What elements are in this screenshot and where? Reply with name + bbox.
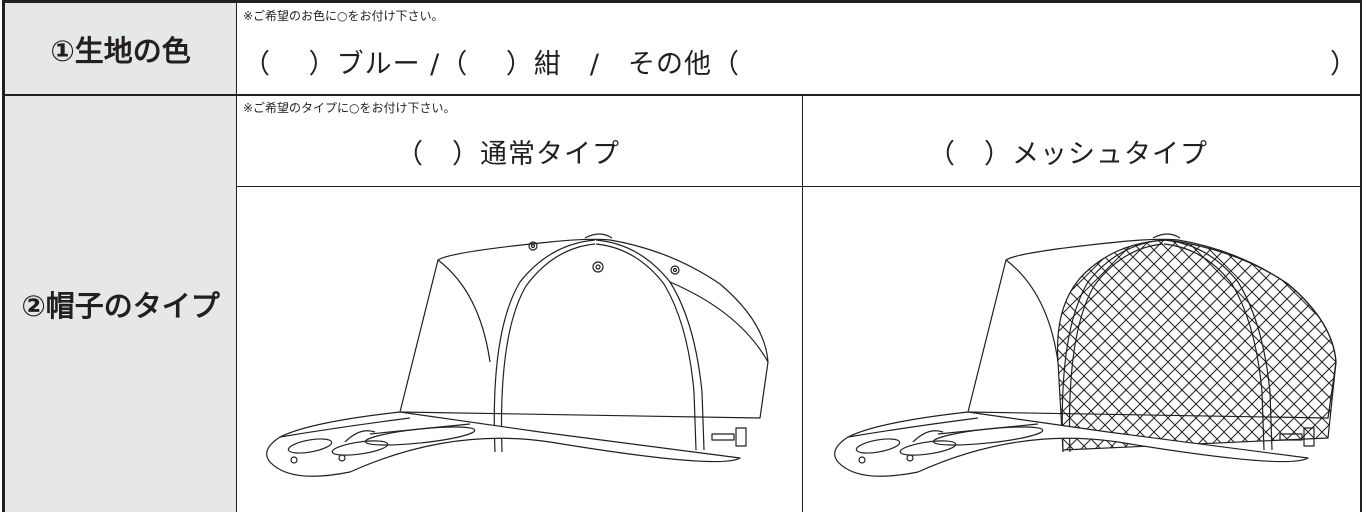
option-mesh-type[interactable]: （ ）メッシュタイプ bbox=[928, 139, 1208, 170]
option-normal-type[interactable]: （ ）通常タイプ bbox=[396, 139, 620, 170]
option-column-divider bbox=[802, 96, 803, 512]
mesh-cap-illustration bbox=[834, 233, 1337, 477]
row-divider-2 bbox=[237, 186, 1360, 187]
fabric-color-label: ①生地の色 bbox=[5, 3, 236, 94]
cap-type-label: ②帽子のタイプ bbox=[5, 96, 236, 512]
fabric-color-close-paren: ） bbox=[1330, 49, 1357, 80]
row-divider-1 bbox=[5, 94, 1360, 96]
fabric-color-options[interactable]: （ ）ブルー /（ ）紺 / その他（ bbox=[243, 49, 740, 80]
cap-type-note: ※ご希望のタイプに○をお付け下さい。 bbox=[243, 101, 456, 115]
label-column-divider bbox=[236, 3, 237, 512]
fabric-color-note: ※ご希望のお色に○をお付け下さい。 bbox=[243, 9, 444, 23]
normal-cap-illustration bbox=[266, 233, 769, 477]
